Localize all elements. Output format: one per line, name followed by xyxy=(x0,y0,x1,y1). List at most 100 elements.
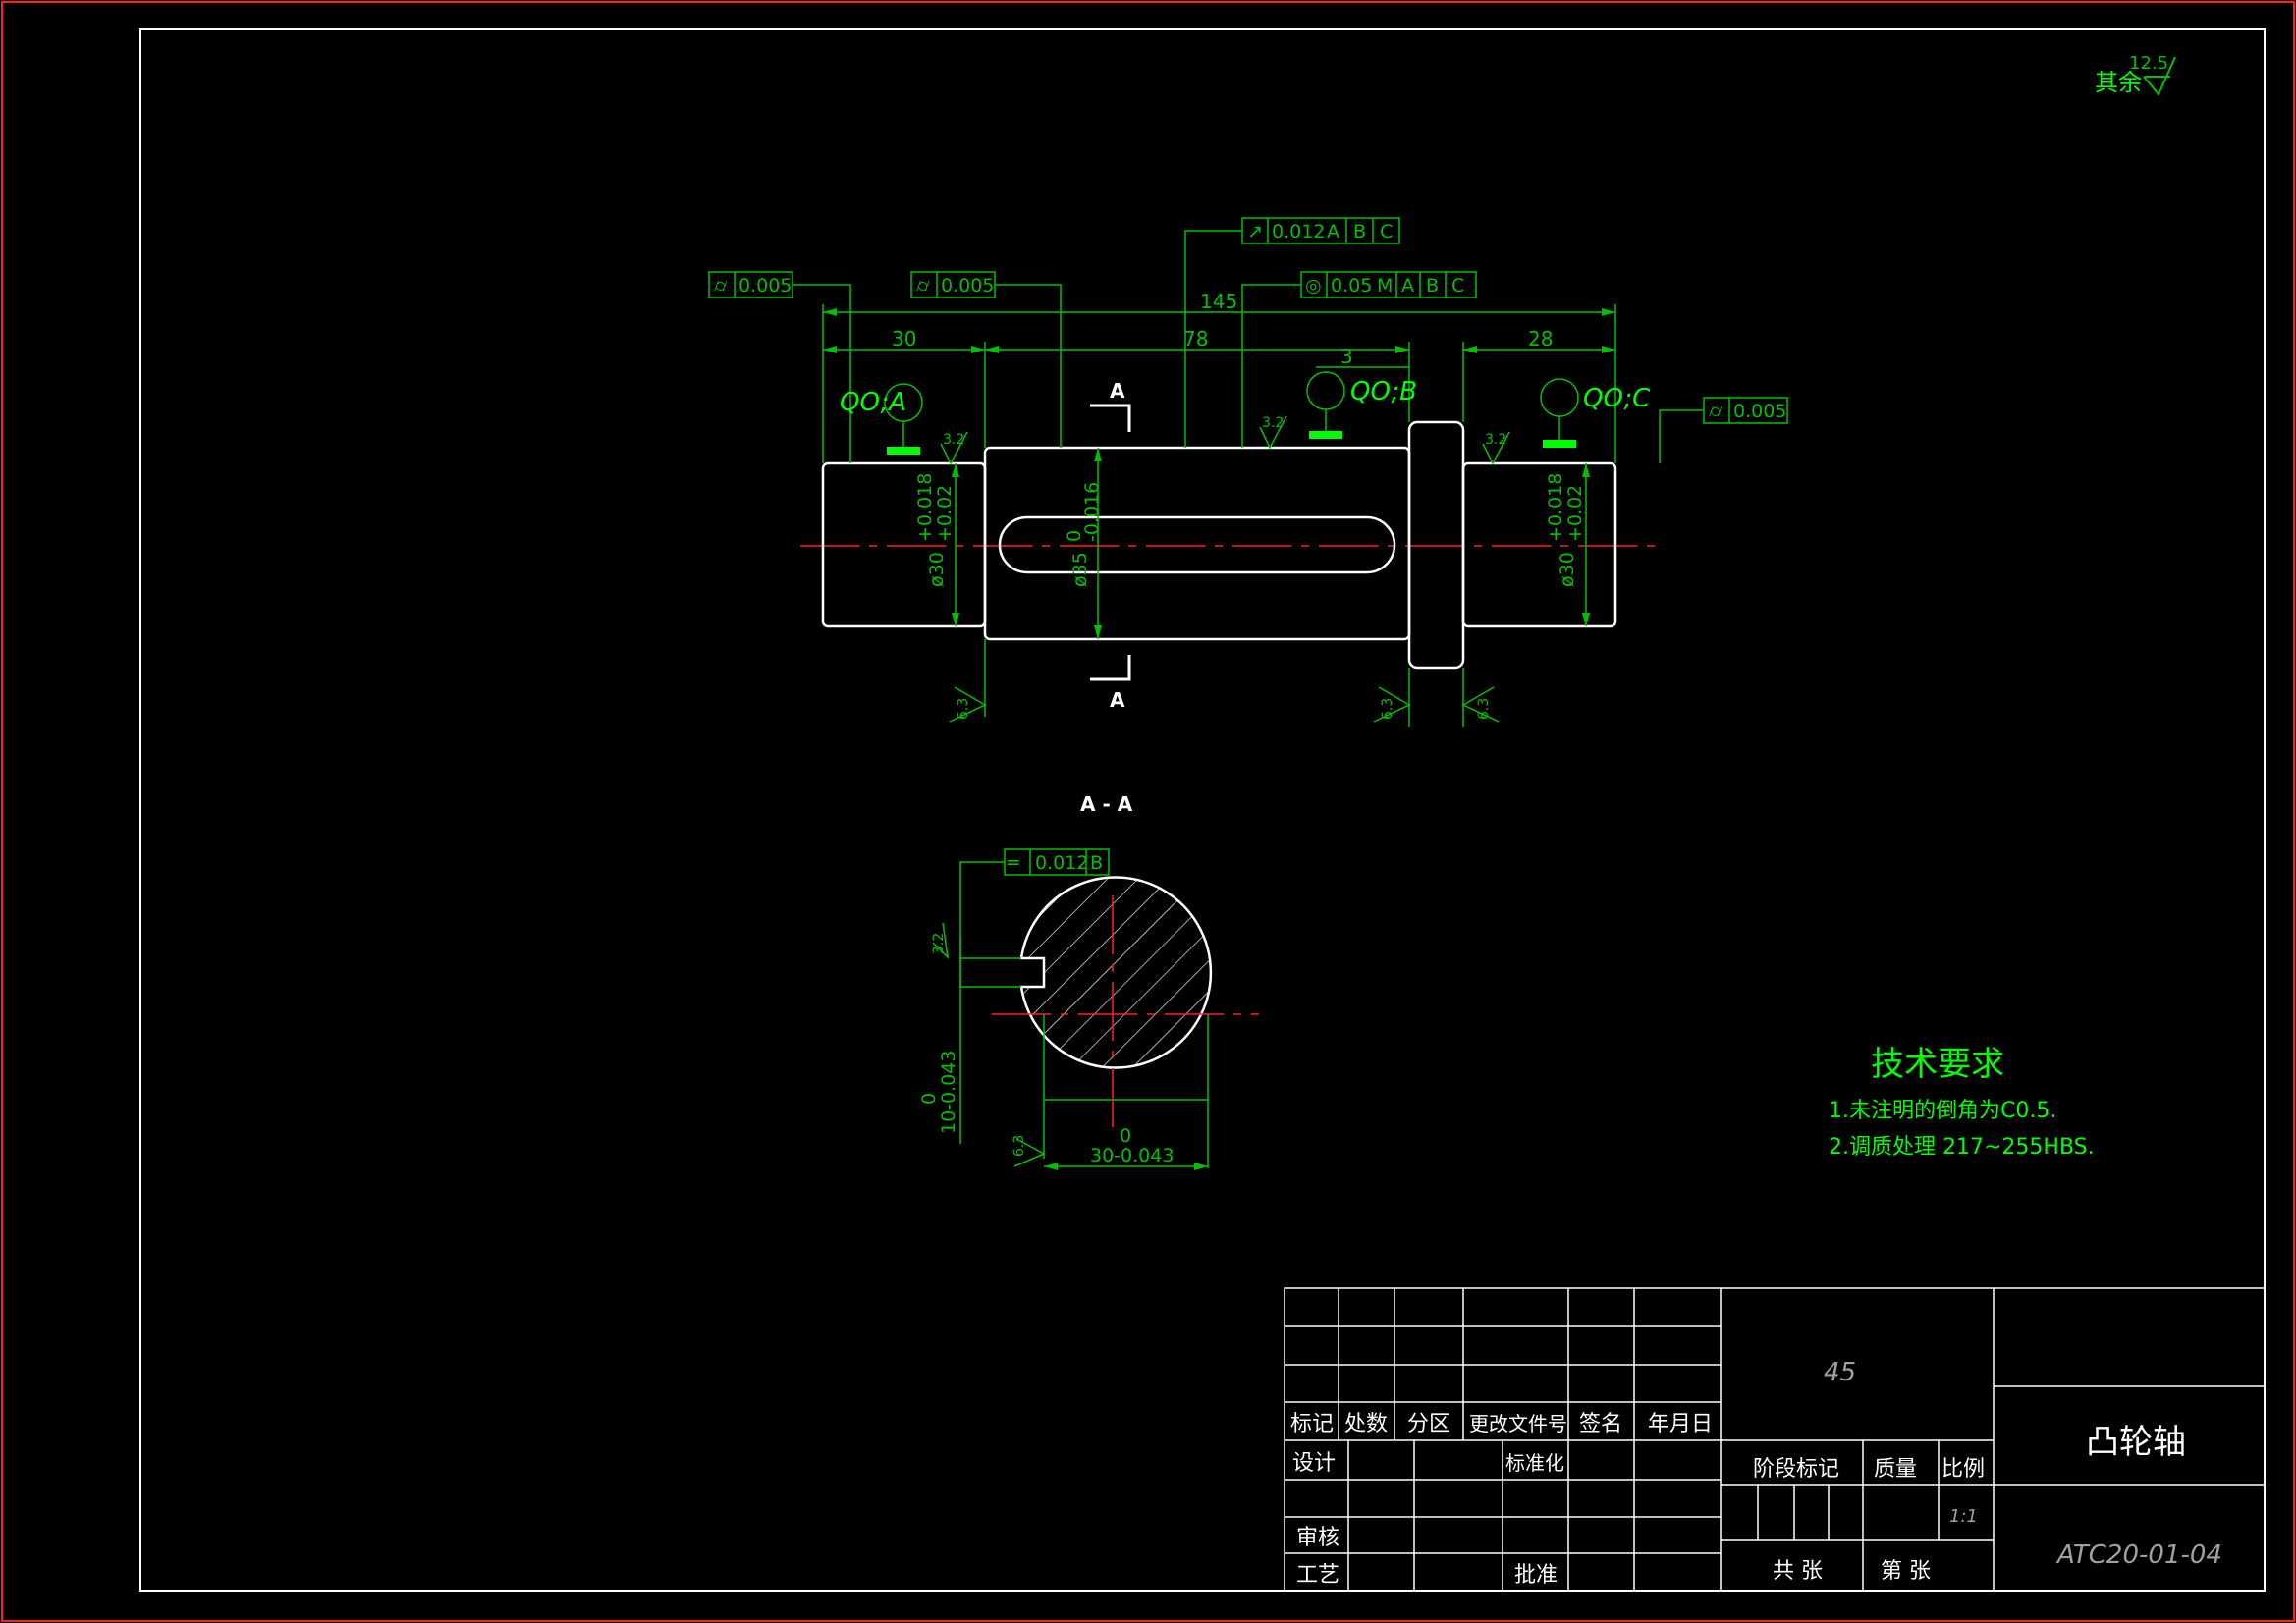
main-dimension-lines xyxy=(822,304,1616,727)
keyway-slot xyxy=(998,515,1396,574)
dia-middle-lower: -0.016 xyxy=(1081,482,1103,542)
dia-right-nominal: ø30 xyxy=(1557,552,1578,587)
dim-overall-length: 145 xyxy=(1200,290,1237,313)
dia-right-upper: +0.018 xyxy=(1545,473,1566,542)
section-roughness-bottom-icon xyxy=(1013,1138,1046,1167)
cylindricity-icon: ⌭ xyxy=(916,275,930,297)
tb-design: 设计 xyxy=(1292,1451,1336,1476)
dim-keyway-width-upper: 0 xyxy=(918,1093,940,1105)
tb-total-sheets: 共 张 xyxy=(1773,1559,1823,1584)
tol-position-ref-b: B xyxy=(1426,275,1439,297)
roughness-symbol-icon xyxy=(2143,56,2176,96)
tol-cyl-mid-value: 0.005 xyxy=(941,275,994,297)
roughness-left-top-value: 3.2 xyxy=(943,432,964,448)
dim-shoulder: 3 xyxy=(1340,345,1353,368)
tech-requirement-1: 1.未注明的倒角为C0.5. xyxy=(1829,1099,2056,1123)
tb-weight: 质量 xyxy=(1874,1457,1917,1482)
tb-approve: 批准 xyxy=(1514,1563,1558,1588)
tb-header-mark: 标记 xyxy=(1290,1412,1334,1436)
dia-middle-nominal: ø35 xyxy=(1069,552,1091,587)
section-roughness-top-icon xyxy=(932,922,950,960)
roughness-bottom-mid-icon xyxy=(1373,686,1411,723)
section-roughness-top-value: 3.2 xyxy=(931,933,947,954)
roughness-note-prefix: 其余 xyxy=(2095,69,2142,96)
section-outline xyxy=(1019,876,1213,1069)
tb-header-signature: 签名 xyxy=(1579,1412,1622,1436)
tol-runout-value: 0.012 xyxy=(1272,221,1325,243)
tol-runout-ref-c: C xyxy=(1380,221,1393,243)
roughness-bottom-right-value: 6.3 xyxy=(1476,698,1492,720)
roughness-bottom-right-icon xyxy=(1461,686,1500,723)
runout-icon: ↗ xyxy=(1247,221,1263,243)
roughness-note-value: 12.5 xyxy=(2129,53,2168,74)
tb-scale: 1:1 xyxy=(1949,1506,1978,1527)
tb-header-change-doc: 更改文件号 xyxy=(1469,1412,1567,1435)
flatness-icon: ═ xyxy=(1007,852,1019,874)
datum-a-label: QO;A xyxy=(840,388,906,417)
dim-middle-length: 78 xyxy=(1183,327,1208,351)
section-view: A - A xyxy=(918,792,1259,1170)
tb-drawing-no: ATC20-01-04 xyxy=(2055,1541,2222,1570)
tb-part-name: 凸轮轴 xyxy=(2086,1423,2186,1462)
tol-flatness-ref: B xyxy=(1090,852,1103,874)
tb-sheet-no: 第 张 xyxy=(1881,1559,1931,1584)
tol-cyl-left-value: 0.005 xyxy=(738,275,792,297)
tb-ratio: 比例 xyxy=(1941,1457,1985,1482)
roughness-middle-top-value: 3.2 xyxy=(1262,415,1284,431)
datum-b: QO;B xyxy=(1306,371,1417,439)
roughness-right-top-icon xyxy=(1482,431,1510,465)
section-hatch xyxy=(1021,877,1211,1068)
tb-header-count: 处数 xyxy=(1344,1412,1388,1436)
roughness-bottom-left-value: 6.3 xyxy=(956,698,971,720)
tb-process: 工艺 xyxy=(1296,1563,1339,1588)
tb-review: 审核 xyxy=(1296,1526,1339,1550)
dia-right-lower: +0.02 xyxy=(1564,485,1586,542)
tol-runout-ref-b: B xyxy=(1353,221,1366,243)
tb-stage-mark: 阶段标记 xyxy=(1753,1457,1839,1482)
roughness-right-top-value: 3.2 xyxy=(1485,432,1506,448)
section-mark-top-icon xyxy=(1090,404,1131,432)
tol-position-ref-c: C xyxy=(1451,275,1464,297)
dim-right-length: 28 xyxy=(1528,327,1553,351)
section-roughness-bottom-value: 6.3 xyxy=(1011,1135,1027,1157)
tb-header-zone: 分区 xyxy=(1407,1412,1450,1436)
tech-requirements-title: 技术要求 xyxy=(1871,1045,2004,1084)
frame-border xyxy=(139,28,2266,1592)
roughness-middle-top-icon xyxy=(1259,415,1287,450)
dim-section-depth: 30-0.043 xyxy=(1090,1145,1174,1166)
roughness-bottom-mid-value: 6.3 xyxy=(1380,698,1395,720)
tb-header-date: 年月日 xyxy=(1648,1412,1713,1436)
cylindricity-icon: ⌭ xyxy=(1709,401,1722,422)
shaft-outline xyxy=(821,420,1617,670)
dia-left-upper: +0.018 xyxy=(914,473,936,542)
position-icon: ◎ xyxy=(1305,275,1322,297)
dim-keyway-width: 10-0.043 xyxy=(938,1051,959,1134)
roughness-left-top-icon xyxy=(940,431,968,465)
dim-section-depth-upper: 0 xyxy=(1120,1125,1131,1147)
roughness-note: 其余 12.5 xyxy=(2095,53,2176,96)
tb-standardize: 标准化 xyxy=(1505,1451,1564,1475)
tol-position-modifier: M xyxy=(1377,275,1393,297)
dimension-arrows xyxy=(823,308,1615,639)
section-mark-top-label: A xyxy=(1110,379,1125,403)
tech-requirements: 技术要求 1.未注明的倒角为C0.5. 2.调质处理 217~255HBS. xyxy=(1829,1045,2095,1160)
tol-position-value: 0.05 xyxy=(1331,275,1372,297)
dim-left-length: 30 xyxy=(892,327,916,351)
tech-requirement-2: 2.调质处理 217~255HBS. xyxy=(1829,1135,2095,1160)
tb-material: 45 xyxy=(1824,1358,1856,1387)
tol-flatness-value: 0.012 xyxy=(1035,852,1088,874)
tol-runout-ref-a: A xyxy=(1327,221,1339,243)
dia-middle-upper: 0 xyxy=(1064,530,1085,542)
dia-left-nominal: ø30 xyxy=(926,552,948,587)
title-block: 标记 处数 分区 更改文件号 签名 年月日 设计 标准化 审核 工艺 批准 阶段… xyxy=(1284,1287,2266,1592)
tol-position-ref-a: A xyxy=(1401,275,1414,297)
section-title: A - A xyxy=(1080,792,1133,816)
tol-cyl-right-value: 0.005 xyxy=(1733,401,1786,422)
section-mark-bottom-label: A xyxy=(1110,688,1125,712)
cylindricity-icon: ⌭ xyxy=(714,275,728,297)
section-mark-bottom-icon xyxy=(1090,655,1131,681)
datum-a: QO;A xyxy=(840,383,923,455)
datum-c-label: QO;C xyxy=(1583,384,1651,413)
